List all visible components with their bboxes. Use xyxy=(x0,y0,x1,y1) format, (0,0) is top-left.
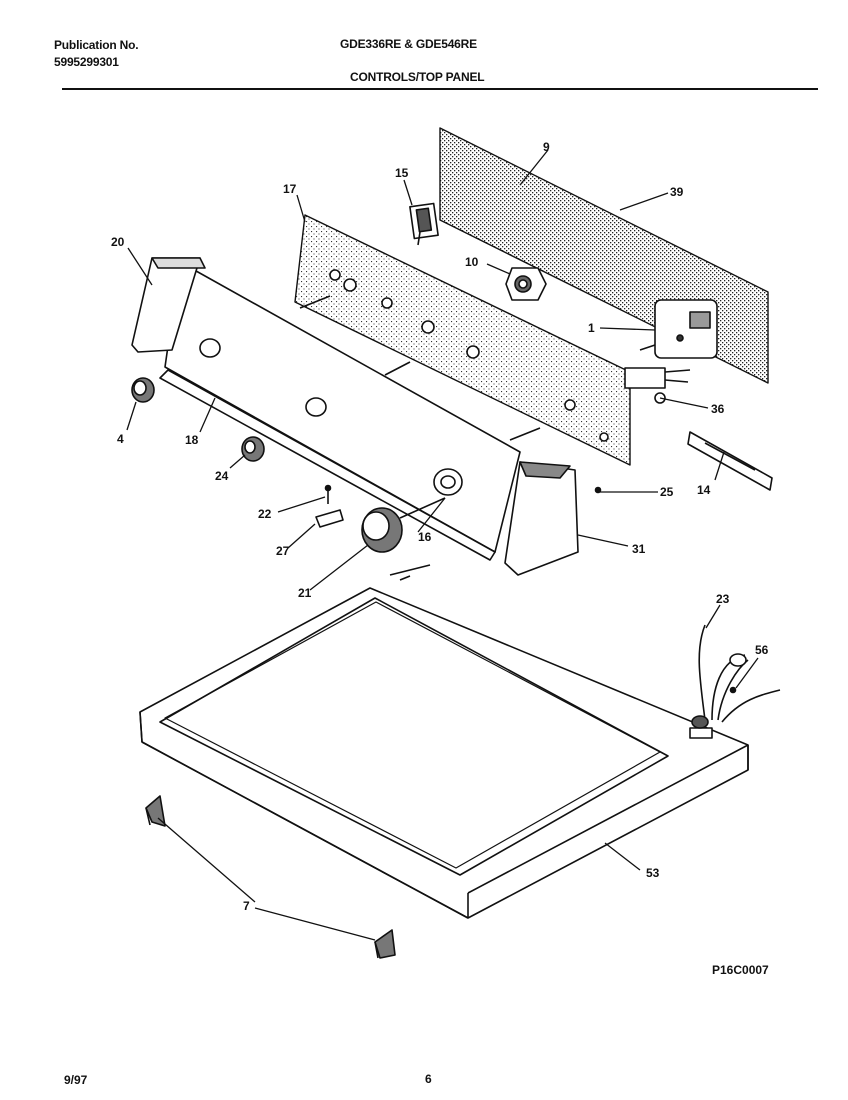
callout-21: 21 xyxy=(298,586,312,600)
callout-labels: 9 39 15 17 20 10 1 36 4 18 24 14 25 22 1… xyxy=(111,140,769,913)
callout-53: 53 xyxy=(646,866,660,880)
callout-1: 1 xyxy=(588,321,595,335)
callout-27: 27 xyxy=(276,544,290,558)
page-number: 6 xyxy=(425,1072,432,1086)
callout-31: 31 xyxy=(632,542,646,556)
callout-22: 22 xyxy=(258,507,272,521)
footer-date: 9/97 xyxy=(64,1073,88,1087)
foot-part-upper xyxy=(145,795,166,827)
callout-7: 7 xyxy=(243,899,250,913)
publication-label: Publication No. xyxy=(54,38,139,52)
knob-part-24 xyxy=(241,436,265,462)
callout-9: 9 xyxy=(543,140,550,154)
terminal-block-part xyxy=(624,367,691,404)
knob-part-21 xyxy=(361,497,446,553)
callout-17: 17 xyxy=(283,182,297,196)
switch-part xyxy=(409,202,439,246)
clip-part-27 xyxy=(315,509,344,528)
selector-switch-part xyxy=(505,267,547,301)
callout-14: 14 xyxy=(697,483,711,497)
top-panel-part xyxy=(139,564,749,919)
wire-harness-part xyxy=(691,624,781,729)
section-title: CONTROLS/TOP PANEL xyxy=(350,70,485,84)
control-panel-back-part xyxy=(294,214,631,466)
publication-number: 5995299301 xyxy=(54,55,119,69)
right-end-cap-part xyxy=(504,461,579,576)
callout-39: 39 xyxy=(670,185,684,199)
model-numbers: GDE336RE & GDE546RE xyxy=(340,37,477,51)
callout-56: 56 xyxy=(755,643,769,657)
callout-25: 25 xyxy=(660,485,674,499)
callout-4: 4 xyxy=(117,432,124,446)
callout-36: 36 xyxy=(711,402,725,416)
screw-part-25 xyxy=(594,486,602,494)
callout-18: 18 xyxy=(185,433,199,447)
callout-20: 20 xyxy=(111,235,125,249)
foot-part-lower xyxy=(374,929,396,959)
diagram-code: P16C0007 xyxy=(712,963,769,977)
timer-part xyxy=(639,299,718,359)
callout-24: 24 xyxy=(215,469,229,483)
callout-10: 10 xyxy=(465,255,479,269)
callout-16: 16 xyxy=(418,530,432,544)
knob-part-4 xyxy=(131,377,155,403)
callout-23: 23 xyxy=(716,592,730,606)
callout-15: 15 xyxy=(395,166,409,180)
header-rule xyxy=(62,88,818,90)
bracket-part xyxy=(687,431,773,491)
